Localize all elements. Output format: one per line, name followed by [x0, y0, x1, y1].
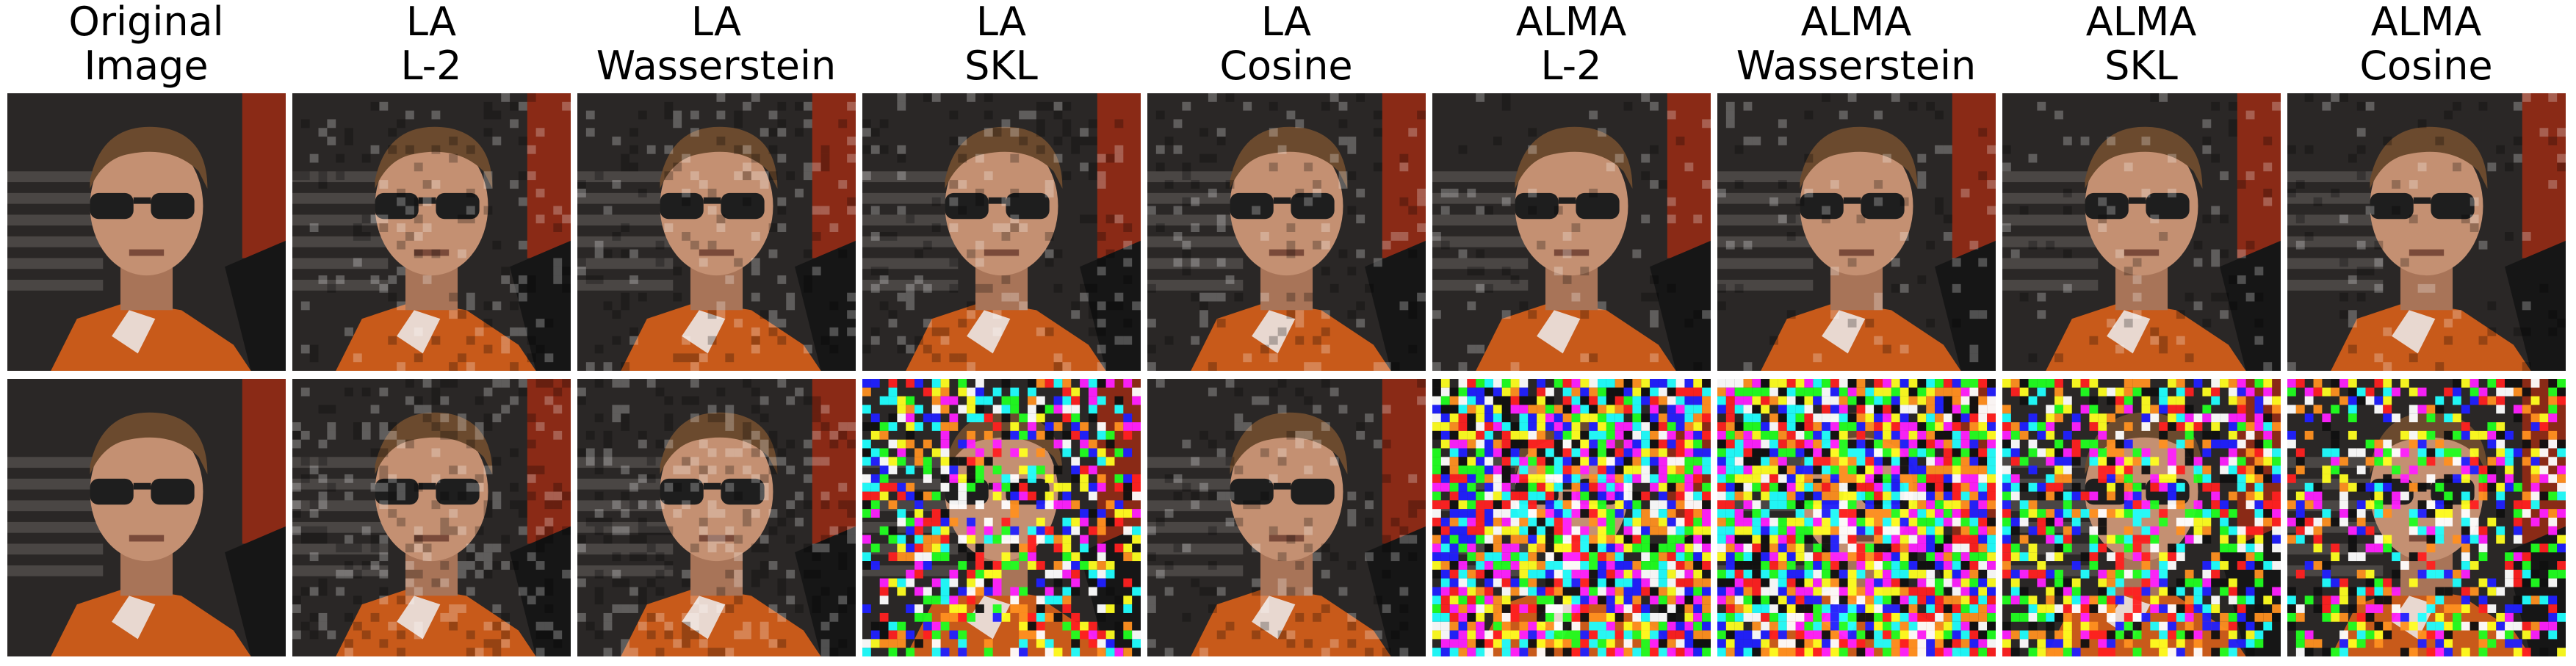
tile-row1-image — [2287, 93, 2566, 371]
column-header-line2: Cosine — [1219, 43, 1353, 89]
tile-row2-image — [1717, 379, 1996, 656]
column-header-line1: LA — [975, 0, 1027, 45]
tile-row1-image — [1147, 93, 1426, 371]
tile-row1-image — [292, 93, 571, 371]
tile-row1-image — [577, 93, 856, 371]
tile-row2-image — [292, 379, 571, 656]
column-header-line2: Wasserstein — [1736, 43, 1977, 89]
column-header-line1: Original — [68, 0, 224, 45]
tile-row2-image — [1147, 379, 1426, 656]
tile-row1-image — [1717, 93, 1996, 371]
column-header-line2: Cosine — [2359, 43, 2493, 89]
column-header-line1: ALMA — [1515, 0, 1627, 45]
tile-row1-image — [2002, 93, 2281, 371]
column-header-line2: Image — [84, 43, 209, 89]
column-header-line1: LA — [405, 0, 457, 45]
column-header-line2: SKL — [964, 43, 1038, 89]
column-header-line1: LA — [690, 0, 742, 45]
tile-row1-image — [7, 93, 286, 371]
tile-row2-image — [2287, 379, 2566, 656]
column-header-line2: SKL — [2104, 43, 2178, 89]
column-header-line1: LA — [1260, 0, 1312, 45]
column-header-line2: L-2 — [1540, 43, 1602, 89]
tile-row2-image — [7, 379, 286, 656]
tile-row2-image — [862, 379, 1141, 656]
tile-row2-image — [1432, 379, 1711, 656]
column-header-line2: Wasserstein — [596, 43, 837, 89]
tile-row1-image — [1432, 93, 1711, 371]
tile-row2-image — [577, 379, 856, 656]
tile-row2-image — [2002, 379, 2281, 656]
tile-row1-image — [862, 93, 1141, 371]
column-header-line1: ALMA — [2085, 0, 2197, 45]
column-header-line1: ALMA — [2370, 0, 2482, 45]
column-header-line1: ALMA — [1800, 0, 1912, 45]
column-header-line2: L-2 — [400, 43, 462, 89]
